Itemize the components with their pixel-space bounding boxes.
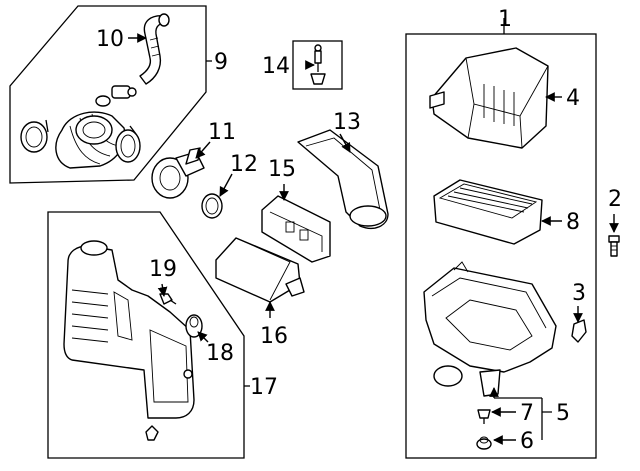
callout-9: 9 [214, 50, 228, 75]
callout-2: 2 [608, 187, 622, 212]
callout-14: 14 [262, 54, 290, 79]
callout-8: 8 [566, 210, 580, 235]
air-filter-element-part [433, 179, 543, 245]
air-flow-sensor-part [151, 147, 205, 199]
screw-part [159, 293, 177, 305]
group-frame-1 [405, 33, 597, 459]
callout-5: 5 [556, 401, 570, 426]
callout-7: 7 [520, 401, 534, 426]
callout-15: 15 [268, 157, 296, 182]
resonator-tank-part [63, 240, 195, 441]
push-clip-part [310, 44, 326, 85]
o-ring-part [201, 193, 223, 219]
air-cleaner-cover-part [429, 47, 549, 149]
group-frame-9 [9, 5, 207, 184]
callout-6: 6 [520, 429, 534, 454]
resonator-duct-part [297, 129, 389, 230]
hose-clip-part [571, 319, 587, 343]
callout-1: 1 [498, 7, 512, 32]
callout-10: 10 [96, 27, 124, 52]
leader-lines [128, 18, 619, 445]
callout-11: 11 [208, 120, 236, 145]
intake-hose-part [139, 13, 170, 85]
callout-4: 4 [566, 86, 580, 111]
callout-18: 18 [206, 341, 234, 366]
callout-12: 12 [230, 152, 258, 177]
grommet-part-6 [476, 436, 492, 450]
callout-17: 17 [250, 375, 278, 400]
hose-fitting-part [95, 85, 137, 107]
resonator-box-part [215, 237, 305, 303]
group-frame-14 [292, 40, 343, 90]
callout-19: 19 [149, 257, 177, 282]
clip-part [477, 409, 491, 424]
callout-3: 3 [572, 281, 586, 306]
callout-16: 16 [260, 324, 288, 349]
intake-duct-part [20, 111, 141, 169]
callout-13: 13 [333, 110, 361, 135]
group-frame-17 [47, 211, 245, 459]
mount-bolt-part [608, 235, 620, 257]
air-cleaner-box-part [423, 261, 557, 397]
duct-bracket-part [261, 195, 331, 263]
